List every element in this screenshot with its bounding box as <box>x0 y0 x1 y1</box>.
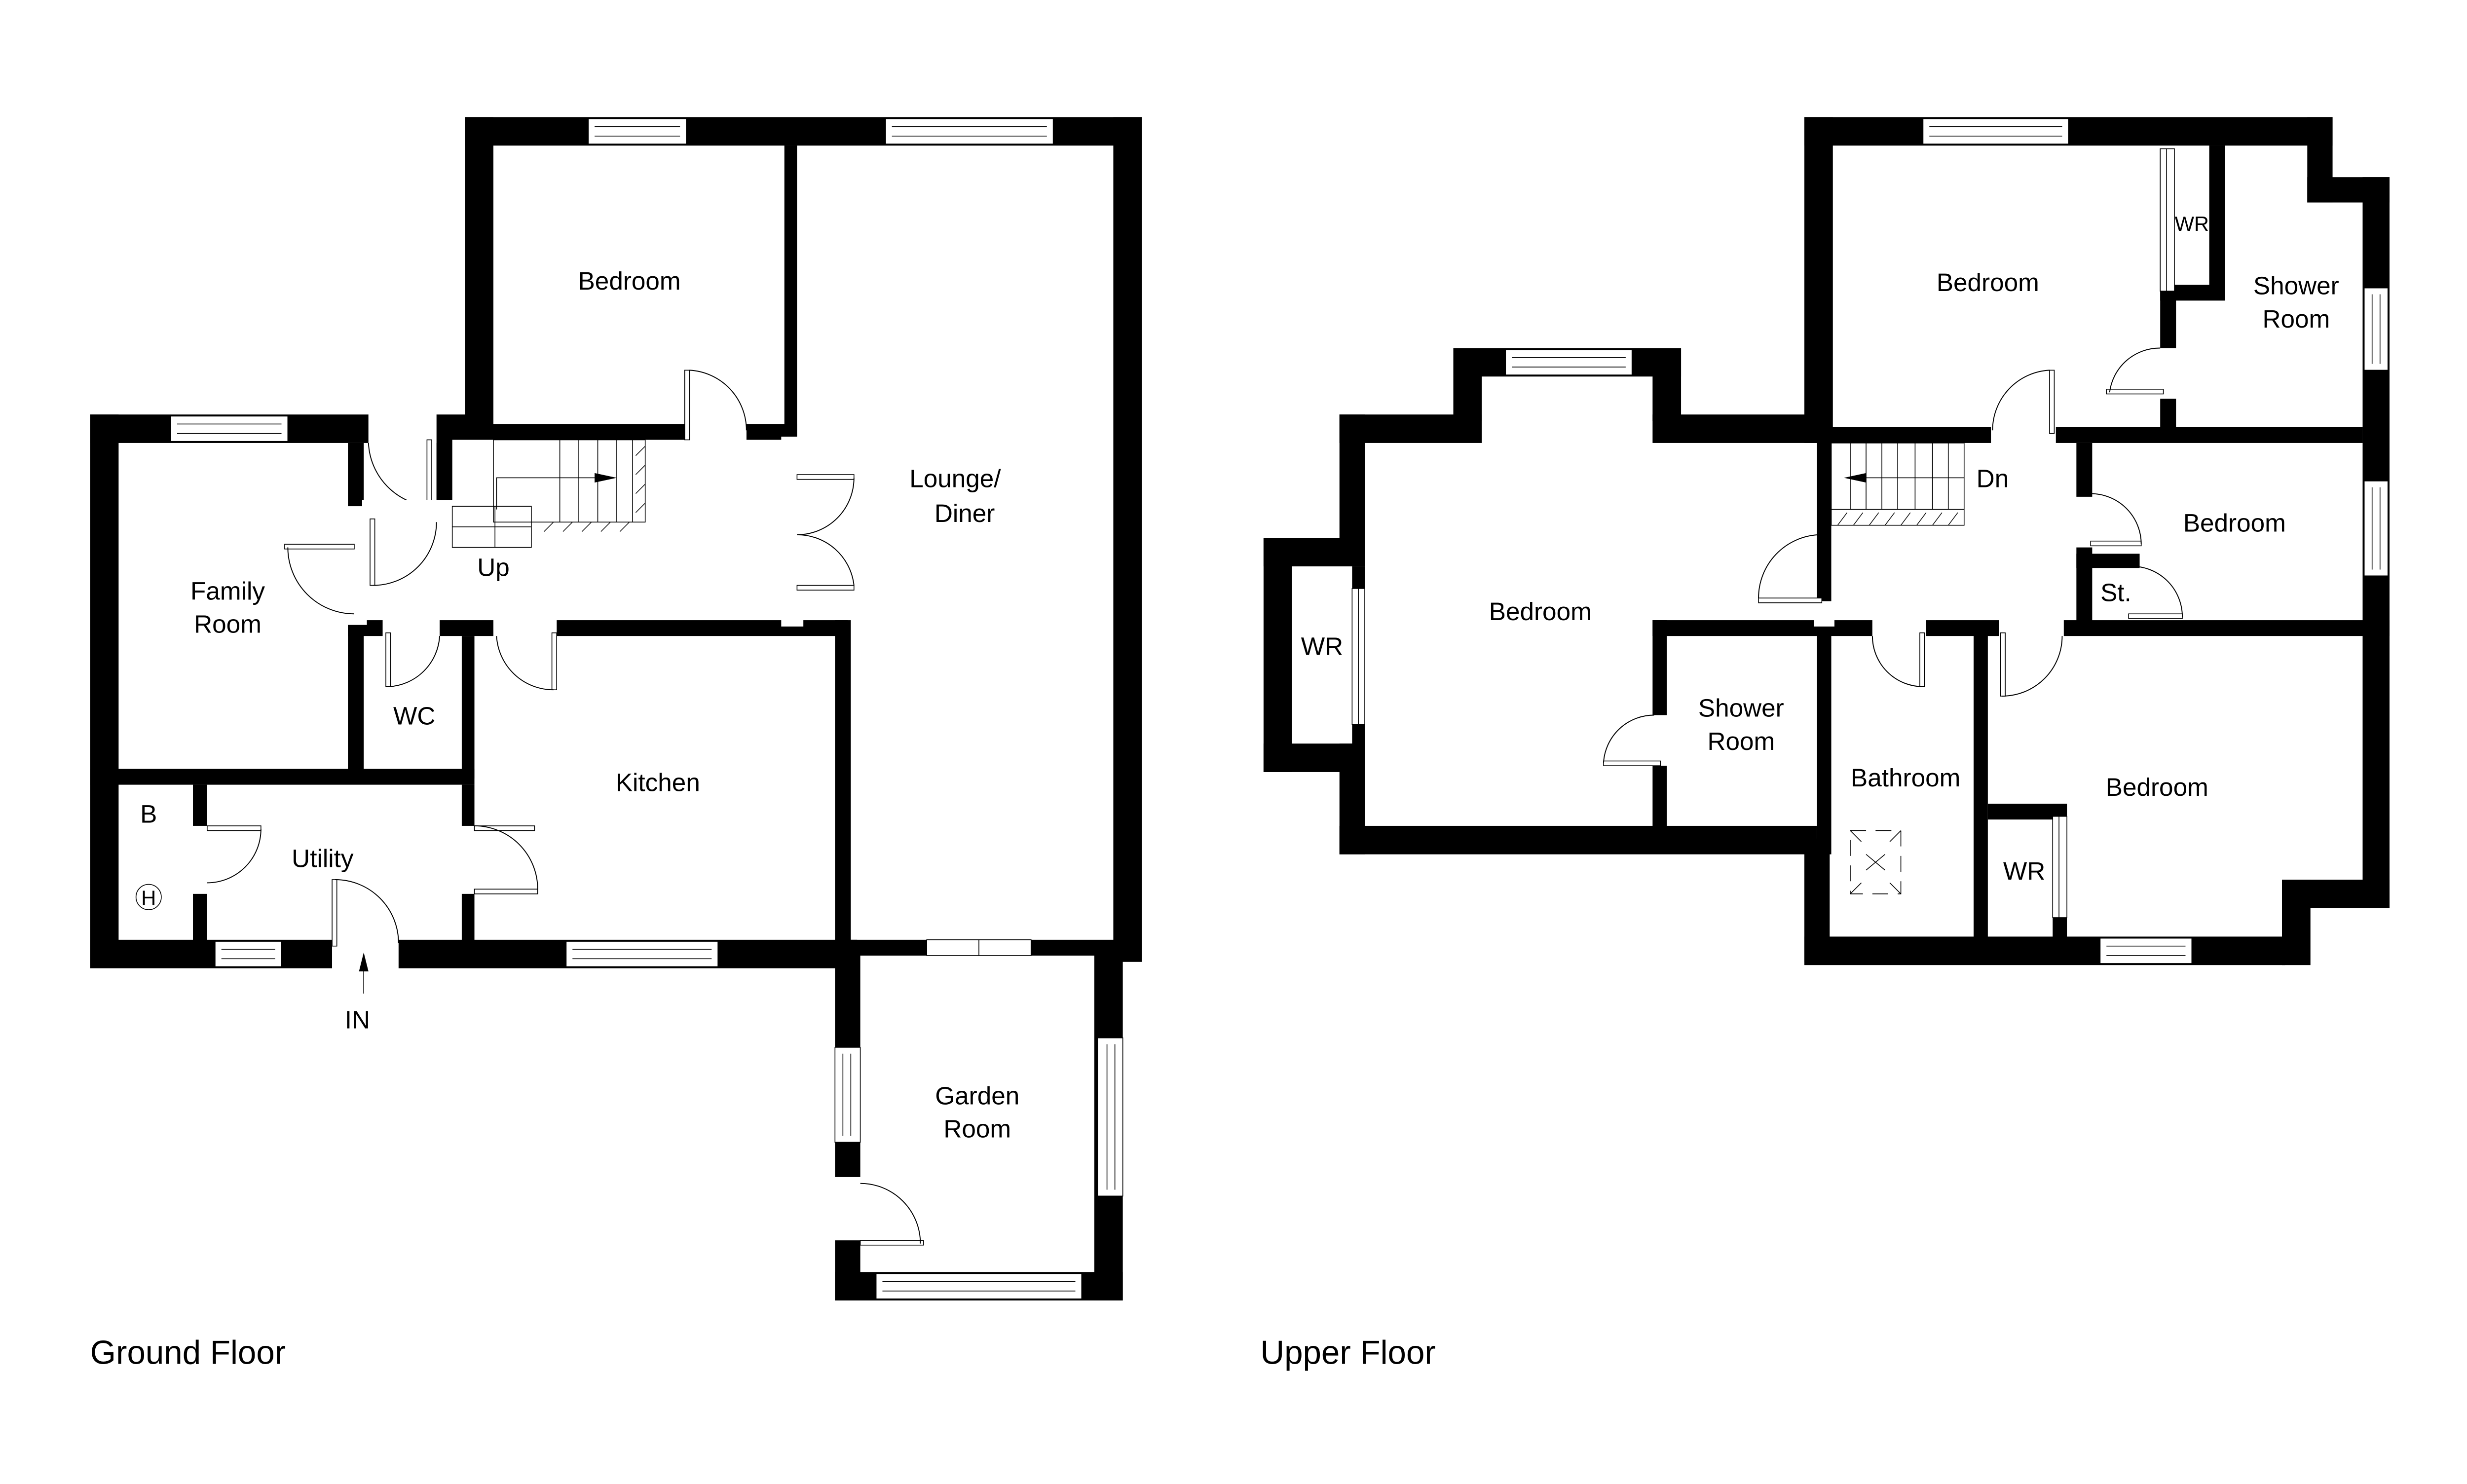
room-label-shower-left-1: Shower <box>1698 694 1784 722</box>
room-label-bedroom-main: Bedroom <box>1489 597 1592 626</box>
ground-floor-stairs: Up <box>451 439 646 581</box>
room-label-shower-right-1: Shower <box>2253 271 2339 299</box>
heater-label: H <box>141 886 156 909</box>
ground-floor-labels: Bedroom Lounge/ Diner Family Room WC Kit… <box>140 267 1019 1143</box>
room-label-family-1: Family <box>190 577 265 605</box>
room-label-shower-left-2: Room <box>1707 727 1775 755</box>
boiler-label: B <box>140 800 157 828</box>
heater-symbol <box>135 884 162 910</box>
room-label-garden-2: Room <box>943 1115 1011 1143</box>
upper-floor-labels: Bedroom WR Shower Room Bathroom Bedroom … <box>1301 212 2339 885</box>
room-label-wardrobe-left: WR <box>1301 632 1343 661</box>
room-label-shower-right-2: Room <box>2262 305 2330 333</box>
room-label-wardrobe-bottom: WR <box>2003 857 2045 885</box>
room-label-family-2: Room <box>194 610 262 638</box>
ground-floor-doors <box>207 370 924 1246</box>
room-label-bedroom-top: Bedroom <box>1937 268 2039 297</box>
upper-floor-plan: Dn Bedroom WR Shower Room Bathroom Bedro… <box>1260 117 2390 1371</box>
upper-floor-stairs: Dn <box>1831 443 2009 526</box>
room-label-wc: WC <box>393 702 435 730</box>
room-label-bedroom-right: Bedroom <box>2183 509 2286 537</box>
room-label-utility: Utility <box>292 844 354 872</box>
room-label-bedroom: Bedroom <box>578 267 681 295</box>
upper-floor-title: Upper Floor <box>1260 1334 1435 1371</box>
room-label-wardrobe-top: WR <box>2175 212 2209 235</box>
room-label-garden-1: Garden <box>935 1081 1019 1110</box>
stairs-down-arrow-icon <box>1844 473 1867 483</box>
room-label-store: St. <box>2100 579 2131 607</box>
room-label-bedroom-bottom: Bedroom <box>2106 773 2208 801</box>
room-label-kitchen: Kitchen <box>616 768 700 796</box>
room-label-lounge-2: Diner <box>934 499 995 527</box>
entrance-label: IN <box>345 1005 370 1034</box>
ground-floor-windows <box>170 118 1123 1299</box>
ground-floor-plan: Up Bedroom Lounge/ Diner Family Room WC … <box>90 117 1142 1371</box>
stairs-down-label: Dn <box>1977 465 2009 493</box>
upper-floor-doors <box>1351 148 2183 918</box>
upper-floor-walls <box>1263 117 2390 965</box>
skylight-icon <box>1850 830 1902 894</box>
room-label-bathroom: Bathroom <box>1851 764 1960 792</box>
room-label-lounge-1: Lounge/ <box>909 465 1001 493</box>
ground-floor-title: Ground Floor <box>90 1334 286 1371</box>
stairs-up-label: Up <box>477 553 510 581</box>
upper-floor-windows <box>1505 118 2389 964</box>
